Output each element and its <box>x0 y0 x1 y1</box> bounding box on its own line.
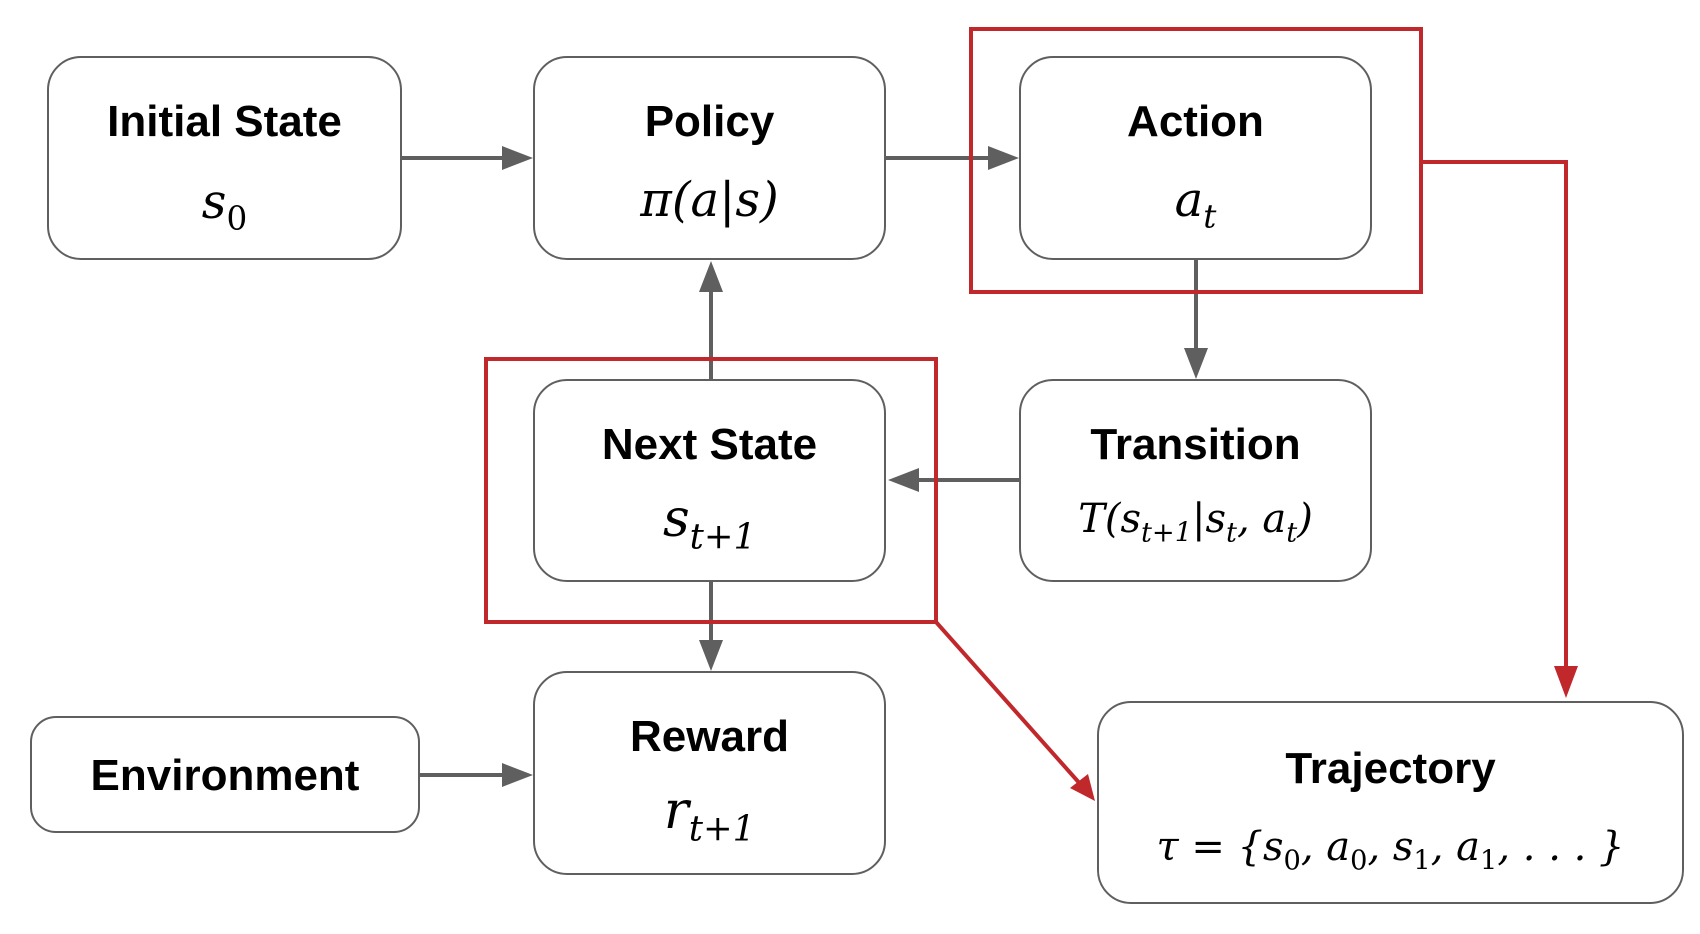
next-state-symbol: s <box>662 489 690 549</box>
node-reward-math: rt+1 <box>535 785 884 847</box>
transition-sub-1: t+1 <box>1141 517 1193 549</box>
trajectory-sub-4: 1 <box>1480 845 1498 877</box>
node-action: Action at <box>1019 56 1372 260</box>
node-next-state-title: Next State <box>601 420 818 469</box>
transition-part-2: |s <box>1192 496 1227 542</box>
initial-state-symbol: s <box>201 174 227 230</box>
edge-next-state-to-policy-head <box>699 261 723 292</box>
node-initial-state-title: Initial State <box>107 97 342 146</box>
node-transition-title: Transition <box>1090 420 1301 469</box>
transition-part-1: T(s <box>1078 496 1141 542</box>
node-initial-state: Initial State s0 <box>47 56 402 260</box>
trajectory-part-4: , a <box>1430 824 1481 870</box>
edge-action-to-transition-head <box>1184 348 1208 379</box>
node-trajectory: Trajectory τ = {s0, a0, s1, a1, . . . } <box>1097 701 1684 904</box>
edge-next-state-to-trajectory <box>934 620 1084 788</box>
trajectory-sub-1: 0 <box>1283 845 1301 877</box>
edge-action-to-trajectory-head <box>1554 666 1578 698</box>
trajectory-sub-3: 1 <box>1413 845 1431 877</box>
edge-policy-to-action-head <box>988 146 1019 170</box>
edge-next-state-to-trajectory-head <box>1070 774 1095 801</box>
node-environment: Environment <box>30 716 420 833</box>
node-initial-state-math: s0 <box>49 178 400 235</box>
edge-transition-to-next-state-head <box>888 468 919 492</box>
node-transition-math: T(st+1|st, at) <box>1021 496 1370 547</box>
initial-state-subscript: 0 <box>226 199 248 238</box>
trajectory-part-1: τ = {s <box>1156 824 1284 870</box>
node-trajectory-title: Trajectory <box>1285 744 1496 793</box>
trajectory-part-5: , . . . } <box>1497 824 1625 870</box>
node-action-math: at <box>1021 176 1370 233</box>
edge-next-state-to-reward-head <box>699 640 723 671</box>
node-trajectory-math: τ = {s0, a0, s1, a1, . . . } <box>1099 824 1682 875</box>
edge-initial-to-policy-head <box>502 146 533 170</box>
node-policy: Policy π(a|s) <box>533 56 886 260</box>
action-subscript: t <box>1203 197 1217 236</box>
highlight-box-next-state <box>484 357 938 624</box>
transition-part-3: , a <box>1236 496 1287 542</box>
node-reward: Reward rt+1 <box>533 671 886 875</box>
node-policy-title: Policy <box>644 97 775 146</box>
reward-symbol: r <box>663 781 689 841</box>
edge-action-to-trajectory <box>1421 160 1568 680</box>
transition-part-4: ) <box>1297 496 1313 542</box>
transition-sub-2: t <box>1226 517 1237 549</box>
trajectory-sub-2: 0 <box>1350 845 1368 877</box>
node-environment-title: Environment <box>90 751 360 800</box>
node-transition: Transition T(st+1|st, at) <box>1019 379 1372 582</box>
node-policy-math: π(a|s) <box>640 172 779 228</box>
edge-environment-to-reward-head <box>502 763 533 787</box>
trajectory-part-2: , a <box>1300 824 1351 870</box>
node-next-state-math: st+1 <box>535 493 884 555</box>
transition-sub-3: t <box>1286 517 1298 549</box>
next-state-subscript: t+1 <box>689 516 757 558</box>
reward-subscript: t+1 <box>688 808 756 850</box>
node-next-state: Next State st+1 <box>533 379 886 582</box>
action-symbol: a <box>1174 172 1204 228</box>
trajectory-part-3: , s <box>1367 824 1414 870</box>
node-action-title: Action <box>1127 97 1264 146</box>
node-reward-title: Reward <box>630 712 789 761</box>
